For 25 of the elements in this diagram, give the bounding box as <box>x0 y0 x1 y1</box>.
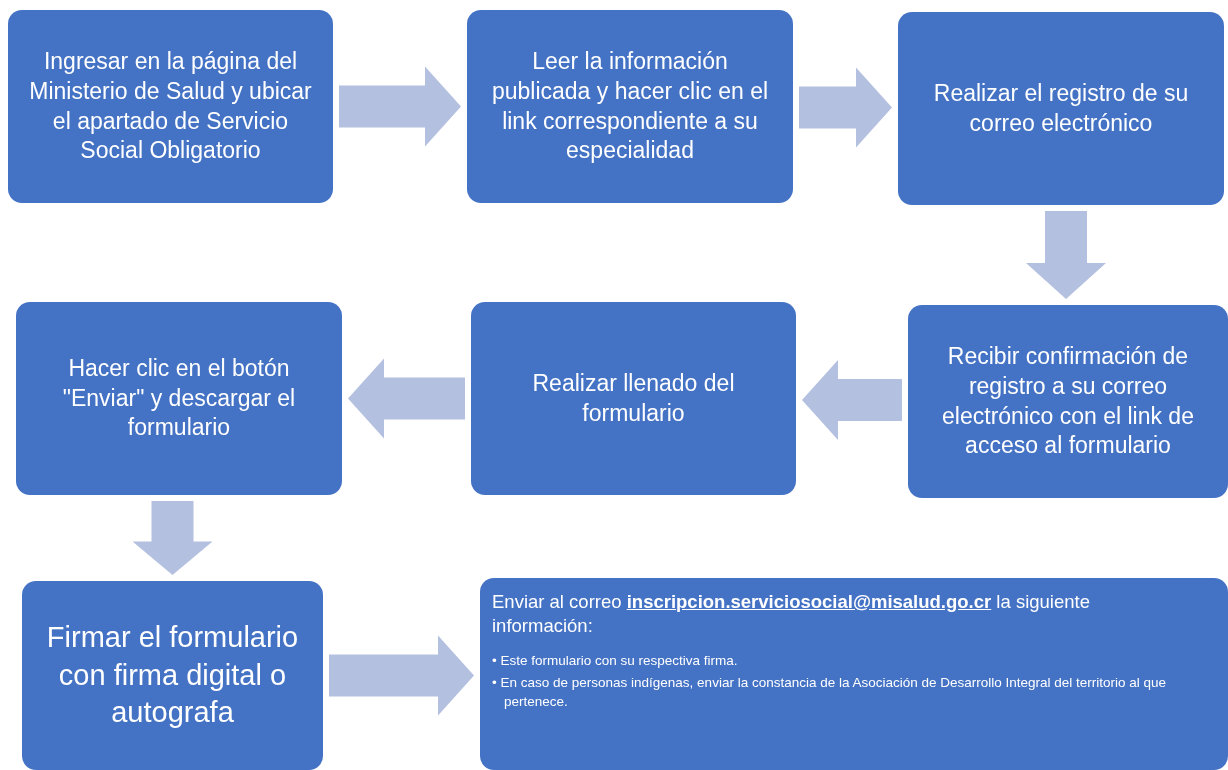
block-arrow <box>339 66 461 147</box>
process-box <box>480 578 1228 770</box>
step-text: Firmar el formulario con firma digital o autografa <box>45 619 300 731</box>
process-box <box>471 302 796 495</box>
process-box <box>908 305 1228 498</box>
bullet-item: • En caso de personas indígenas, enviar la constancia de la Asociación de Desarrollo Integral del territorio al que pertenece. <box>492 674 1168 711</box>
step-text: Ingresar en la página del Ministerio de Salud y ubicar el apartado de Servicio Social Obligatorio <box>28 46 313 166</box>
block-arrow <box>802 360 902 440</box>
step-text: Realizar el registro de su correo electrónico <box>932 78 1190 138</box>
step-text: Realizar llenado del formulario <box>531 368 736 428</box>
process-box <box>898 12 1224 205</box>
process-box <box>467 10 793 203</box>
process-box <box>8 10 333 203</box>
step-text: Recibir confirmación de registro a su correo electrónico con el link de acceso al formulario <box>941 341 1195 461</box>
block-arrow <box>799 67 892 148</box>
block-arrow <box>132 501 213 575</box>
block-arrow <box>348 358 465 439</box>
step-text: Leer la información publicada y hacer clic en el link correspondiente a su especialidad <box>490 46 770 166</box>
step-text: Hacer clic en el botón "Enviar" y descargar el formulario <box>61 353 297 443</box>
process-box <box>22 581 323 770</box>
bullet-item: • Este formulario con su respectiva firma. <box>492 652 739 671</box>
block-arrow <box>1026 211 1106 299</box>
instruction-text: Enviar al correo inscripcion.serviciosocial@misalud.go.cr la siguiente información: <box>492 590 1091 639</box>
process-box <box>16 302 342 495</box>
block-arrow <box>329 635 474 716</box>
